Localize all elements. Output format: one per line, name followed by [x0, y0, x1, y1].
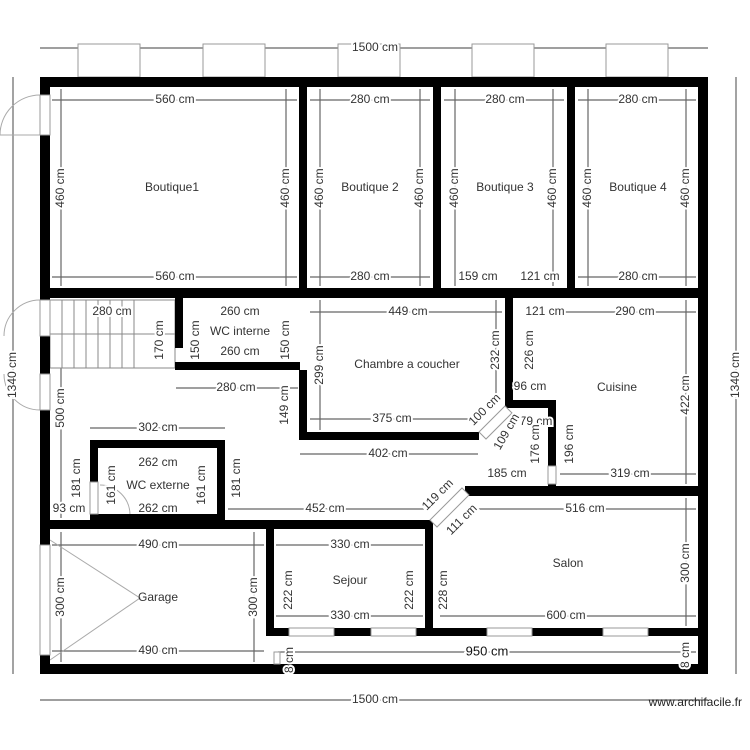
dimension-label: 560 cm: [155, 269, 194, 283]
dimension-label: 232 cm: [488, 330, 502, 369]
dimension-label: 300 cm: [246, 577, 260, 616]
room-label-boutique4: Boutique 4: [609, 180, 667, 194]
walls: [39, 77, 708, 674]
dimension-label: 150 cm: [188, 320, 202, 359]
dimension-label: 161 cm: [194, 465, 208, 504]
dimension-label: 460 cm: [545, 168, 559, 207]
dimension-label: 1340 cm: [728, 352, 742, 398]
room-label-boutique3: Boutique 3: [476, 180, 534, 194]
dimension-label: 950 cm: [466, 643, 509, 658]
room-label-boutique2: Boutique 2: [341, 180, 399, 194]
dimension-label: 222 cm: [402, 570, 416, 609]
dimension-label: 500 cm: [53, 388, 67, 427]
dimension-label: 1340 cm: [5, 352, 19, 398]
dimension-label: 8 cm: [282, 647, 296, 673]
dimension-label: 460 cm: [278, 168, 292, 207]
dimension-label: 460 cm: [678, 168, 692, 207]
dimension-label: 176 cm: [528, 424, 542, 463]
dimension-label: 8 cm: [678, 642, 692, 668]
dimension-label: 299 cm: [312, 345, 326, 384]
dimension-label: 460 cm: [580, 168, 594, 207]
staircase: [49, 299, 176, 369]
room-labels: Boutique1 Boutique 2 Boutique 3 Boutique…: [126, 180, 667, 604]
room-label-salon: Salon: [553, 556, 584, 570]
dimension-label: 300 cm: [678, 543, 692, 582]
dimension-label: 280 cm: [92, 304, 131, 318]
dimension-label: 228 cm: [436, 570, 450, 609]
dimension-label: 516 cm: [565, 501, 604, 515]
dimension-label: 280 cm: [350, 92, 389, 106]
dimension-label: 375 cm: [372, 411, 411, 425]
dimension-label: 181 cm: [229, 458, 243, 497]
dimension-label: 290 cm: [615, 304, 654, 318]
room-label-wc-externe: WC externe: [126, 478, 190, 492]
dimension-label: 159 cm: [458, 269, 497, 283]
dimension-label: 300 cm: [53, 577, 67, 616]
dimension-label: 460 cm: [53, 168, 67, 207]
dimension-label: 121 cm: [520, 269, 559, 283]
room-label-boutique1: Boutique1: [145, 180, 199, 194]
dimension-label: 302 cm: [138, 420, 177, 434]
dimension-label: 262 cm: [138, 455, 177, 469]
dimension-label: 460 cm: [447, 168, 461, 207]
dimension-label: 161 cm: [104, 465, 118, 504]
dimension-label: 150 cm: [278, 320, 292, 359]
dimension-label: 490 cm: [138, 537, 177, 551]
dimension-label: 196 cm: [562, 424, 576, 463]
room-label-cuisine: Cuisine: [597, 380, 637, 394]
dimension-label: 181 cm: [69, 458, 83, 497]
room-label-sejour: Sejour: [333, 573, 368, 587]
dimension-label: 149 cm: [277, 385, 291, 424]
dimension-lines: [12, 47, 737, 701]
room-label-garage: Garage: [138, 590, 178, 604]
dimension-label: 280 cm: [485, 92, 524, 106]
dimension-label: 96 cm: [514, 379, 547, 393]
dimension-label: 260 cm: [220, 344, 259, 358]
dimension-label: 560 cm: [155, 92, 194, 106]
dimension-label: 262 cm: [138, 501, 177, 515]
watermark: www.archifacile.fr: [648, 695, 742, 709]
dimension-label: 449 cm: [388, 304, 427, 318]
dimension-label: 490 cm: [138, 643, 177, 657]
dimension-label: 460 cm: [412, 168, 426, 207]
dimension-label: 280 cm: [350, 269, 389, 283]
dimension-label: 280 cm: [618, 92, 657, 106]
dimension-label: 93 cm: [53, 501, 86, 515]
room-label-wc-interne: WC interne: [210, 324, 270, 338]
dimension-label: 79 cm: [520, 414, 553, 428]
dimension-label: 280 cm: [216, 380, 255, 394]
dimension-label: 222 cm: [281, 570, 295, 609]
dimension-label: 422 cm: [678, 375, 692, 414]
dimension-labels: 1500 cm 560 cm 280 cm 280 cm 280 cm 560 cm 280…: [3, 38, 744, 708]
dimension-label: 402 cm: [368, 446, 407, 460]
dimension-label: 330 cm: [330, 608, 369, 622]
dimension-label: 260 cm: [220, 304, 259, 318]
dimension-label: 330 cm: [330, 537, 369, 551]
dimension-label: 170 cm: [152, 320, 166, 359]
dimension-label: 280 cm: [618, 269, 657, 283]
dimension-label: 1500 cm: [352, 692, 398, 706]
dimension-label: 185 cm: [487, 466, 526, 480]
dimension-label: 452 cm: [305, 501, 344, 515]
dimension-label: 319 cm: [610, 466, 649, 480]
room-label-chambre: Chambre a coucher: [354, 357, 459, 371]
dimension-label: 600 cm: [546, 608, 585, 622]
dimension-label: 226 cm: [522, 330, 536, 369]
dimension-label: 121 cm: [525, 304, 564, 318]
dimension-label: 460 cm: [312, 168, 326, 207]
openings: [0, 43, 669, 661]
dimension-label: 1500 cm: [352, 40, 398, 54]
